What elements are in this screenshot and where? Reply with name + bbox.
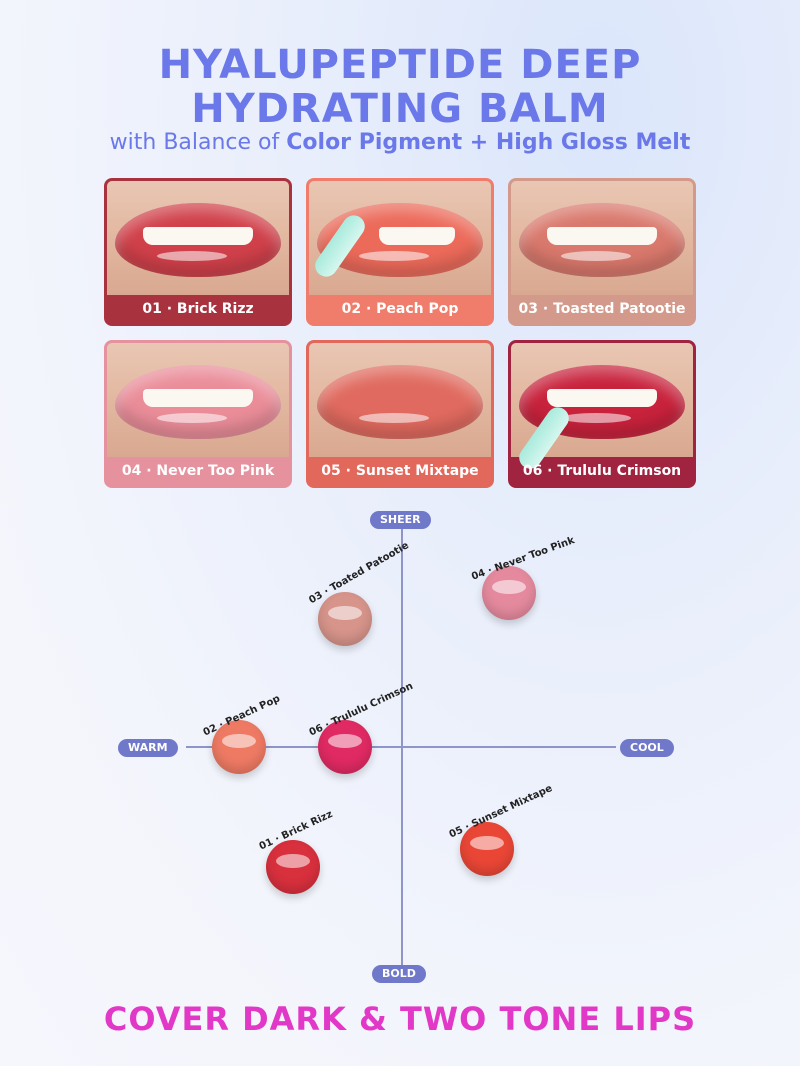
- swatch-06[interactable]: [318, 720, 372, 774]
- shade-label: 05 · Sunset Mixtape: [321, 463, 479, 479]
- axis-label-cool: COOL: [620, 739, 674, 757]
- subtitle-prefix: with Balance of: [109, 130, 287, 155]
- shade-card-03[interactable]: 03 · Toasted Patootie: [508, 178, 696, 326]
- shade-photo: [511, 181, 693, 295]
- shade-card-05[interactable]: 05 · Sunset Mixtape: [306, 340, 494, 488]
- axis-vertical: [401, 528, 403, 968]
- shade-photo: [309, 181, 491, 295]
- shade-grid: 01 · Brick Rizz 02 · Peach Pop 03 · Toas…: [104, 178, 696, 488]
- shade-card-06[interactable]: 06 · Trululu Crimson: [508, 340, 696, 488]
- shade-photo: [309, 343, 491, 457]
- shade-card-04[interactable]: 04 · Never Too Pink: [104, 340, 292, 488]
- shade-label: 04 · Never Too Pink: [121, 463, 275, 479]
- shade-photo: [107, 181, 289, 295]
- shade-photo: [107, 343, 289, 457]
- title-line-2: HYDRATING BALM: [191, 86, 609, 132]
- shade-card-02[interactable]: 02 · Peach Pop: [306, 178, 494, 326]
- swatch-05[interactable]: [460, 822, 514, 876]
- subtitle: with Balance of Color Pigment + High Glo…: [0, 130, 800, 155]
- shade-card-01[interactable]: 01 · Brick Rizz: [104, 178, 292, 326]
- swatch-04[interactable]: [482, 566, 536, 620]
- swatch-03[interactable]: [318, 592, 372, 646]
- swatch-01[interactable]: [266, 840, 320, 894]
- axis-label-warm: WARM: [118, 739, 178, 757]
- shade-photo: [511, 343, 693, 473]
- swatch-02[interactable]: [212, 720, 266, 774]
- title-line-1: HYALUPEPTIDE DEEP: [158, 42, 642, 88]
- subtitle-bold: Color Pigment + High Gloss Melt: [286, 130, 691, 155]
- axis-horizontal: [186, 746, 616, 748]
- shade-label: 02 · Peach Pop: [341, 301, 459, 317]
- shade-label: 01 · Brick Rizz: [142, 301, 254, 317]
- shade-label: 06 · Trululu Crimson: [522, 463, 682, 479]
- axis-label-sheer: SHEER: [370, 511, 431, 529]
- axis-label-bold: BOLD: [372, 965, 426, 983]
- shade-label: 03 · Toasted Patootie: [518, 301, 686, 317]
- footer-tagline: COVER DARK & TWO TONE LIPS: [103, 1000, 697, 1038]
